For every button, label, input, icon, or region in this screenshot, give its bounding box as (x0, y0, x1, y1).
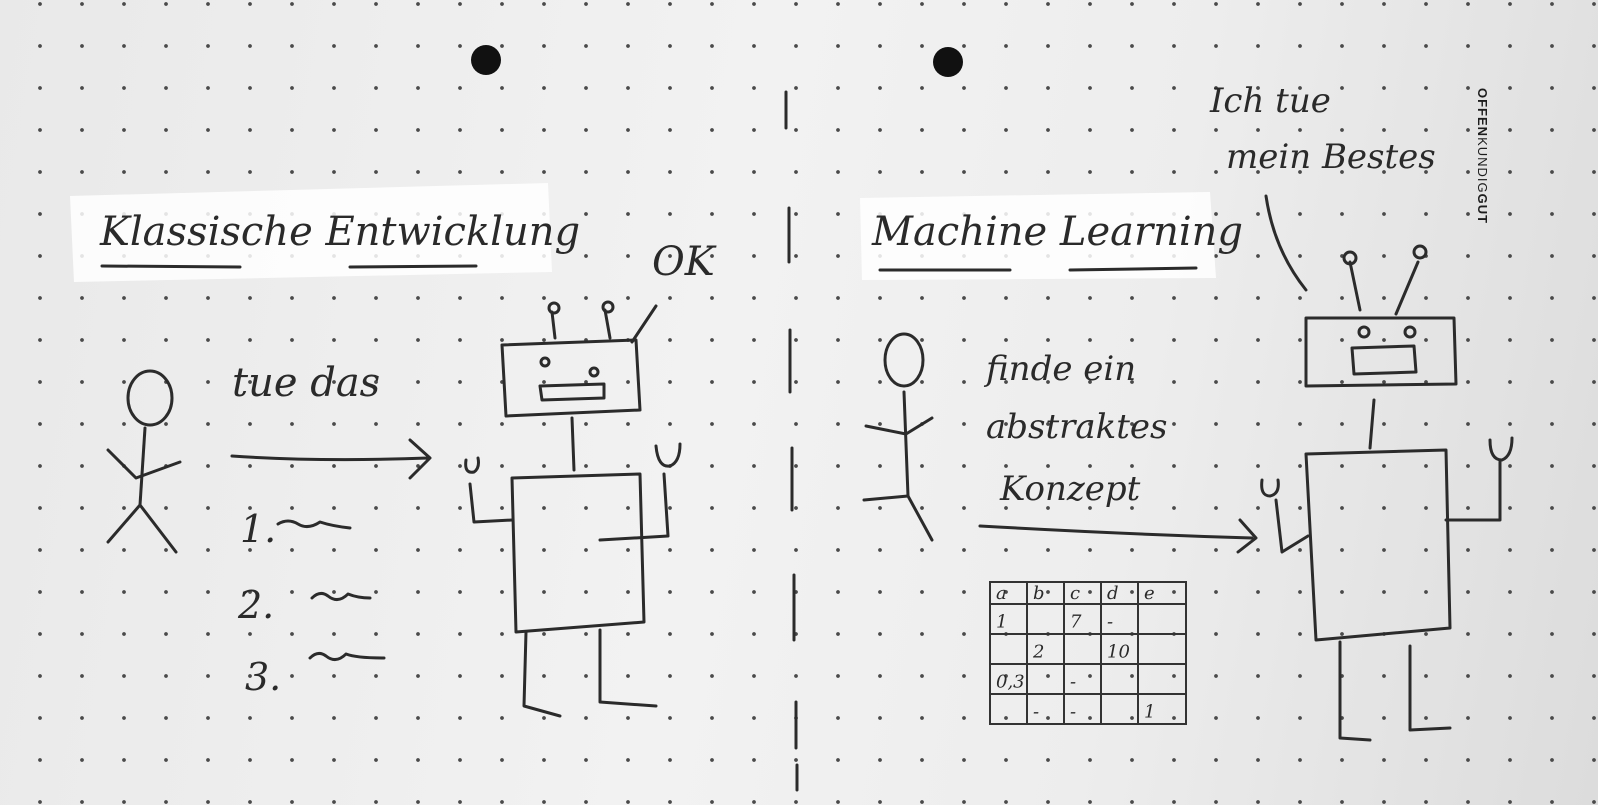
table-cell: 0,3 (996, 671, 1025, 692)
instruction-line-1: finde ein (983, 349, 1136, 389)
brand-offenkundiggut: OFFENKUNDIGGUT (1475, 88, 1490, 224)
heading-underline-right (878, 266, 1198, 272)
table-cell: 7 (1070, 611, 1082, 632)
table-cell: 1 (1144, 701, 1155, 722)
reply-line-right (1264, 194, 1308, 292)
instruction-finde-ein-abstraktes-konzept: finde ein abstraktes Konzept (983, 349, 1168, 509)
heading-highlight-left (70, 183, 552, 282)
instruction-tue-das: tue das (232, 360, 380, 406)
human-figure-right (862, 332, 934, 542)
instruction-arrow-left (230, 438, 432, 480)
table-cell: - (1107, 611, 1113, 632)
table-header-cell: d (1107, 583, 1119, 604)
table-header-cell: a (996, 583, 1007, 604)
heading-machine-learning: Machine Learning (871, 209, 1243, 255)
instruction-arrow-right (978, 518, 1258, 554)
table-cell: 10 (1107, 641, 1130, 662)
robot-reply-line-1: Ich tue (1209, 81, 1331, 121)
brand-part-kundig: KUNDIG (1475, 137, 1490, 194)
step-3: 3. (245, 655, 281, 699)
punch-hole-right (933, 47, 963, 77)
page-divider (784, 90, 799, 792)
table-cell: 1 (996, 611, 1007, 632)
human-figure-left (106, 369, 182, 554)
instruction-line-3: Konzept (999, 469, 1141, 509)
table-header-cell: c (1070, 583, 1080, 604)
robot-right (1260, 244, 1514, 742)
heading-highlight-right (860, 192, 1216, 280)
table-header-cell: b (1033, 583, 1045, 604)
heading-klassische-entwicklung: Klassische Entwicklung (99, 209, 580, 255)
numbered-steps: 1. 2. 3. (237, 507, 386, 699)
brand-part-offen: OFFEN (1475, 88, 1490, 137)
table-cell: - (1070, 671, 1076, 692)
reply-line-left (630, 304, 658, 344)
robot-left (464, 300, 682, 718)
robot-reply-line-2: mein Bestes (1226, 137, 1436, 177)
table-cell: 2 (1032, 641, 1044, 662)
brand-part-gut: GUT (1475, 194, 1490, 224)
table-header-cell: e (1144, 583, 1155, 604)
table-cell: - (1033, 701, 1039, 722)
instruction-line-2: abstraktes (986, 407, 1168, 447)
punch-hole-left (471, 45, 501, 75)
step-2: 2. (237, 583, 274, 627)
robot-reply-ok: OK (652, 239, 717, 285)
table-cell: - (1070, 701, 1076, 722)
heading-underline-left (100, 264, 478, 269)
step-1: 1. (240, 507, 276, 551)
